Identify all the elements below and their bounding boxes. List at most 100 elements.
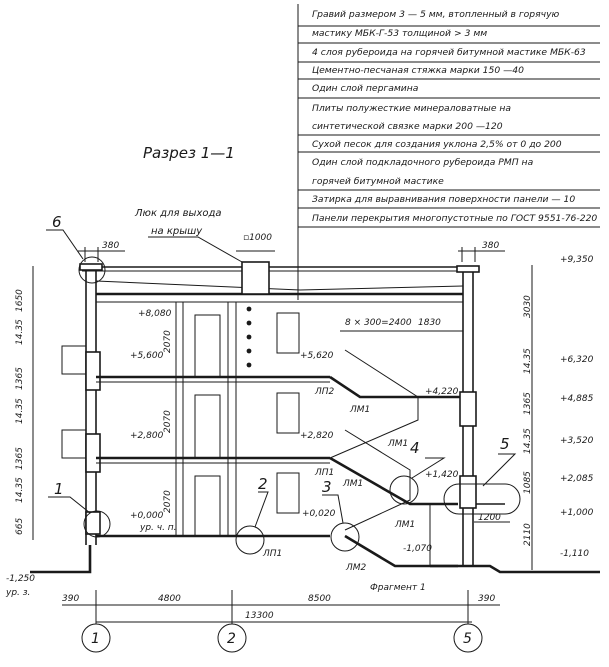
elev-floor1-left: +0,000: [130, 511, 164, 521]
window-lintel: [459, 391, 477, 427]
callout-circle-5: [443, 483, 521, 515]
spec-line: Гравий размером 3 — 5 мм, втопленный в г…: [312, 9, 560, 20]
elev-floor3-left: +5,600: [130, 351, 164, 361]
callout-circle-3: [330, 522, 360, 552]
window: [276, 472, 300, 514]
element-labels: ЛП2 ЛМ1 ЛМ1 ЛП1 ЛМ1 ЛМ1 ЛП1 ЛМ2 Фрагмент…: [262, 387, 426, 593]
right-dim: 2110: [523, 523, 533, 546]
elev-roof-ceiling: +8,080: [138, 309, 172, 319]
window-lintel: [85, 433, 101, 473]
spec-line: Плиты полужесткие минераловатные на: [312, 103, 511, 114]
clean-floor-label: ур. ч. п.: [139, 523, 177, 533]
callout-6: 6: [52, 213, 62, 231]
right-dim: 1365: [523, 392, 533, 415]
callout-leader-6: [46, 229, 84, 260]
bottom-dims: 390 4800 8500 390 13300: [62, 594, 500, 623]
ground-left: [30, 545, 92, 574]
section-title: Разрез 1—1: [143, 144, 235, 162]
left-parapet-cap: [79, 263, 103, 271]
callout-leader-4: [411, 457, 446, 479]
elev-right: +3,520: [560, 436, 594, 446]
label-lm1: ЛМ1: [349, 405, 370, 415]
interior-elevations: +8,080 +5,600 +5,620 +2,800 +2,820 +0,00…: [5, 309, 459, 598]
callout-leader-5: [482, 453, 517, 487]
parapet-left-dim: 380: [102, 241, 119, 251]
right-dim-chain: 3030 14.35 1365 14.35 1085 2110 +9,350 +…: [523, 255, 594, 570]
right-dim: 1085: [523, 471, 533, 494]
canopy-depth-dim: 1200: [478, 513, 501, 523]
callout-circle-4: [389, 475, 419, 505]
spec-line: Панели перекрытия многопустотные по ГОСТ…: [312, 213, 597, 224]
callout-circle-1: [83, 510, 111, 538]
left-dim: 14.35: [15, 398, 25, 424]
dim-span-1-2: 4800: [158, 594, 181, 604]
axis-label-2: 2: [227, 631, 236, 647]
plinth-block: [85, 511, 101, 535]
callout-circle-2: [235, 525, 265, 555]
dim-span-2-5: 8500: [308, 594, 331, 604]
callout-4: 4: [410, 439, 420, 457]
dim-total: 13300: [245, 611, 274, 621]
spec-line: синтетической связке марки 200 —120: [312, 121, 503, 132]
callout-leader-3: [322, 494, 344, 524]
stair-landing-dim: 1830: [418, 318, 441, 328]
elev-right: +4,885: [560, 394, 594, 404]
door-height-dim: 2070: [163, 490, 173, 513]
ladder-rungs: [246, 306, 252, 368]
parapet-right-dim: 380: [482, 241, 499, 251]
dim-left-offset: 390: [62, 594, 79, 604]
right-parapet-cap: [456, 265, 480, 273]
stair-steps-dim: 8 × 300=2400: [345, 318, 412, 328]
door: [194, 314, 221, 378]
right-dim: 14.35: [523, 348, 533, 374]
door-height-dim: 2070: [163, 410, 173, 433]
right-dim: 14.35: [523, 428, 533, 454]
elev-right: +1,000: [560, 508, 594, 518]
callout-leader-2: [254, 491, 269, 528]
right-dim: 3030: [523, 295, 533, 318]
callout-circle-6: [78, 256, 106, 284]
door-height-dim: 2070: [163, 330, 173, 353]
callout-2: 2: [258, 475, 268, 493]
window: [276, 312, 300, 354]
label-lp2: ЛП2: [314, 387, 335, 397]
elev-floor2-left: +2,800: [130, 431, 164, 441]
door: [194, 394, 221, 459]
left-dim: 1365: [15, 367, 25, 390]
callout-1: 1: [54, 480, 64, 498]
elev-right: +6,320: [560, 355, 594, 365]
fragment-label: Фрагмент 1: [370, 583, 426, 593]
window-lintel: [85, 351, 101, 391]
hatch-label: на крышу: [151, 226, 203, 237]
label-lm1: ЛМ1: [387, 439, 408, 449]
spec-line: Затирка для выравнивания поверхности пан…: [312, 194, 575, 205]
left-dim-chain: 1650 14.35 1365 14.35 1365 14.35 665: [15, 266, 34, 540]
balcony: [61, 345, 87, 375]
door: [194, 475, 221, 537]
label-lp1: ЛП1: [314, 468, 334, 478]
dim-right-offset: 390: [478, 594, 495, 604]
left-wall: [30, 270, 101, 574]
label-lm2: ЛМ2: [345, 563, 367, 573]
spec-line: горячей битумной мастике: [312, 176, 444, 187]
window: [276, 392, 300, 434]
elev-entrance: -1,070: [403, 544, 432, 554]
label-lp1: ЛП1: [262, 549, 282, 559]
left-dim: 1365: [15, 447, 25, 470]
left-dim: 665: [15, 518, 25, 535]
elev-landing-mid: +4,220: [425, 387, 459, 397]
specification-table: Гравий размером 3 — 5 мм, втопленный в г…: [297, 4, 600, 300]
ground-level-label: ур. з.: [5, 588, 30, 598]
spec-line: мастику МБК-Г-53 толщиной > 3 мм: [312, 28, 487, 39]
left-dim: 1650: [15, 289, 25, 312]
roof-hatch: [241, 261, 270, 295]
label-lm1: ЛМ1: [394, 520, 415, 530]
callout-leader-1: [48, 496, 91, 514]
axis-circle-5: [453, 623, 483, 653]
axis-markers: 1 2 5: [81, 590, 483, 653]
axis-label-5: 5: [463, 631, 472, 647]
elev-ground-left: -1,250: [6, 574, 35, 584]
elev-floor2-right: +2,820: [300, 431, 334, 441]
left-dim: 14.35: [15, 319, 25, 345]
